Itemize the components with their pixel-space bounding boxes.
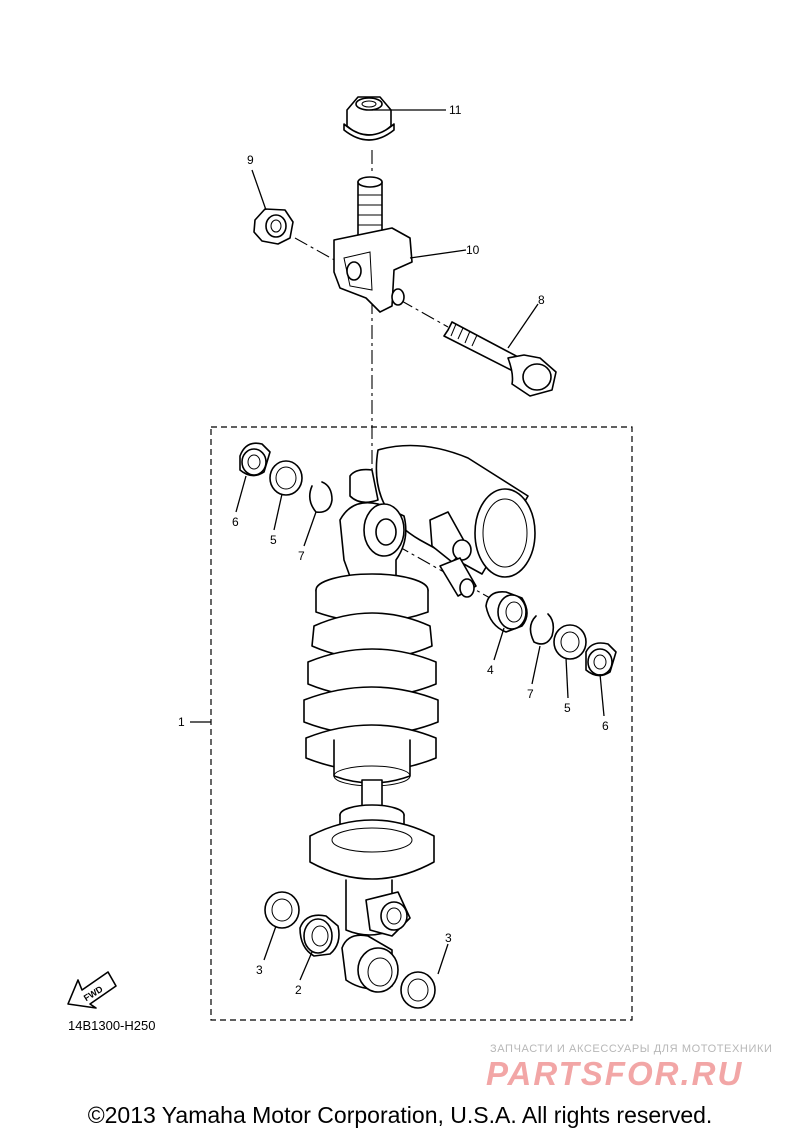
part-7-circlip-right [529,613,555,645]
part-2-bearing [299,914,340,957]
callout-7-left: 7 [298,549,305,563]
callout-4: 4 [487,663,494,677]
part-11-flange-nut [343,96,395,141]
part-8-bolt [443,321,557,397]
callout-6-left: 6 [232,515,239,529]
callout-7-right: 7 [527,687,534,701]
fwd-arrow-icon: FWD [67,971,117,1009]
copyright-notice: ©2013 Yamaha Motor Corporation, U.S.A. A… [87,1102,713,1128]
callout-5-left: 5 [270,533,277,547]
callout-6-right: 6 [602,719,609,733]
callout-8: 8 [538,293,545,307]
diagram-code: 14B1300-H250 [68,1018,156,1033]
callout-11: 11 [449,103,462,117]
callout-5-right: 5 [564,701,571,715]
callout-1: 1 [178,715,185,729]
callout-9: 9 [247,153,254,167]
callout-3-left: 3 [256,963,263,977]
part-3-oil-seal-right [400,971,436,1009]
callout-2: 2 [295,983,302,997]
part-5-oil-seal-left [269,460,303,496]
part-7-circlip-left [308,481,333,514]
part-1-rear-shock-absorber [303,444,536,993]
assembly-boundary [210,426,633,1021]
part-4-bearing [485,590,528,633]
callout-10: 10 [466,243,480,257]
watermark-brand: PARTSFOR.RU [486,1055,744,1092]
part-6-collar-right [585,642,617,677]
part-10-rod-end-bracket [333,176,413,313]
callout-3-right: 3 [445,931,452,945]
part-6-collar-left [239,442,271,477]
part-5-oil-seal-right [553,624,587,660]
part-9-nut [253,208,294,245]
part-3-oil-seal-left [264,891,300,929]
watermark-tagline: ЗАПЧАСТИ И АКСЕССУАРЫ ДЛЯ МОТОТЕХНИКИ [490,1043,773,1055]
